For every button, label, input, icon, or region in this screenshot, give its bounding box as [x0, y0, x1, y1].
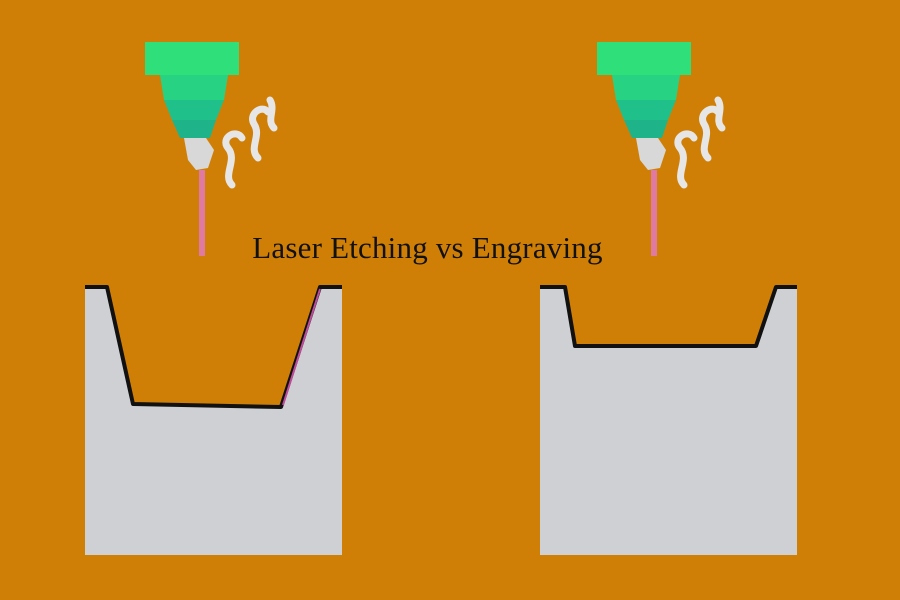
right-smoke-icon [674, 96, 726, 189]
left-material-block [85, 285, 342, 555]
left-smoke-icon [222, 96, 278, 189]
right-laser-beam [651, 170, 657, 256]
left-laser-beam [199, 170, 205, 256]
diagram-title: Laser Etching vs Engraving [252, 230, 603, 265]
right-material-block [540, 285, 797, 555]
left-laser-head-icon [145, 42, 239, 256]
right-laser-head-icon [597, 42, 691, 256]
